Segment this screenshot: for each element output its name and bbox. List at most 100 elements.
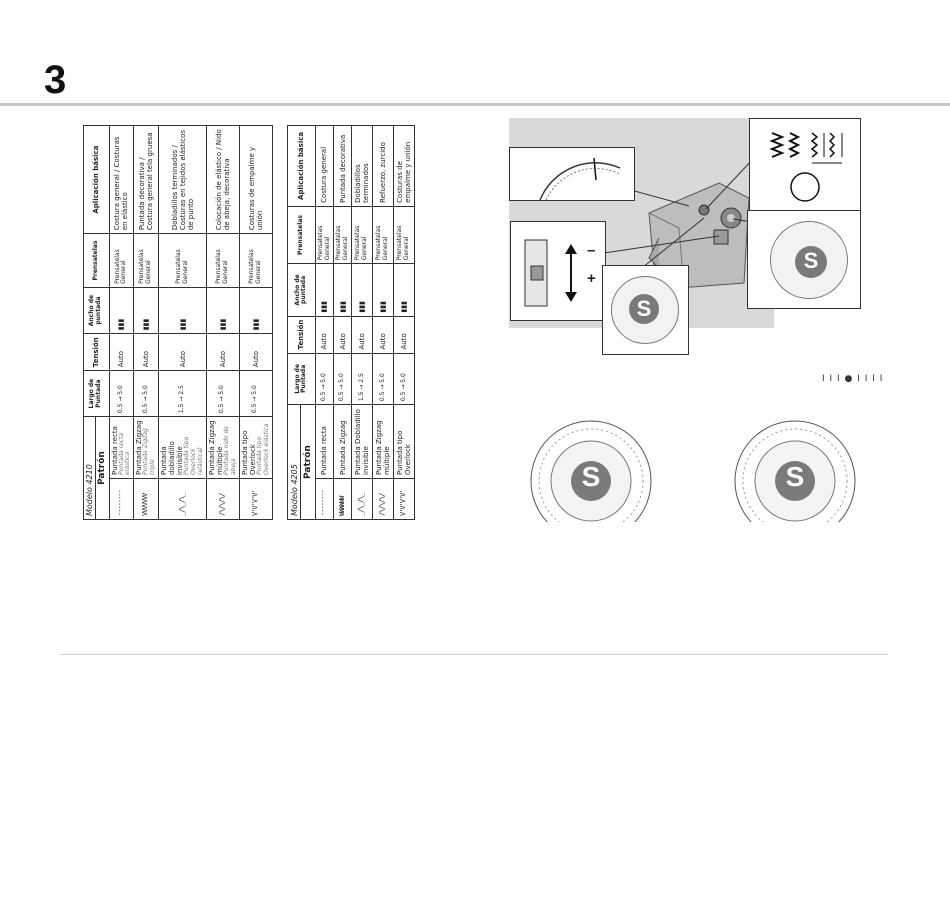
- minus-sign: –: [587, 242, 596, 259]
- stitch-application: Costuras de empalme y unión: [393, 125, 415, 207]
- right-dial-callout: S: [747, 210, 861, 309]
- chapter-number: 3: [44, 58, 67, 102]
- stitch-foot: Prensatelas General: [158, 233, 207, 288]
- stitch-name: Puntada Dobladillo invisible: [351, 404, 373, 479]
- header-width: Ancho de puntada: [287, 263, 316, 317]
- stitch-length: 0.5 → 5.0: [393, 353, 415, 405]
- stitch-foot: Prensatelas General: [206, 233, 240, 288]
- table-row: /\/\/\/ Puntada Zigzag múltiple 0.5 → 5.…: [372, 125, 394, 520]
- stitch-glyph: --------: [319, 490, 328, 516]
- stitch-application: Puntada decorativa / Costura general tel…: [133, 125, 159, 234]
- table-row: -------- Puntada recta 0.5 → 5.0 Auto ▮▮…: [315, 125, 334, 520]
- length-slider-icon: [524, 239, 577, 307]
- width-icon: ▮▮▮: [206, 287, 240, 334]
- stitch-tension: Auto: [133, 333, 159, 371]
- stitch-tension: Auto: [239, 333, 273, 371]
- table-model-label: Modelo 4205: [287, 404, 301, 520]
- tension-dial-callout: [509, 147, 635, 201]
- stitch-length: 0.5 → 5.0: [315, 353, 334, 405]
- stitch-tension: Auto: [315, 316, 334, 354]
- stitch-foot: Prensatelas General: [393, 206, 415, 264]
- stitch-length: 0.5 → 5.0: [333, 353, 352, 405]
- stitch-tension: Auto: [158, 333, 207, 371]
- stitch-subname: Puntada recta elástica: [117, 432, 132, 475]
- stitch-name: Puntada dobladillo invisible: [160, 441, 185, 475]
- stitch-width-preview-icon: [769, 132, 843, 202]
- stitch-name: Puntada Zigzag: [333, 404, 352, 479]
- stitch-subname: Puntada nido de abeja: [223, 425, 237, 475]
- header-width: Ancho de puntada: [83, 287, 110, 334]
- stitch-name: Puntada Zigzag múltiple: [372, 404, 394, 479]
- stitch-application: Dobladillos terminados: [351, 125, 373, 207]
- stitch-tension: Auto: [351, 316, 373, 354]
- width-icon: ▮▮▮: [239, 287, 273, 334]
- stitch-application: Costuras de empalme y unión: [239, 125, 273, 234]
- stitch-tension: Auto: [372, 316, 394, 354]
- stitch-length: 1.5 → 2.5: [351, 353, 373, 405]
- dial-center: [795, 246, 827, 278]
- stitch-name: Puntada tipo Overlock: [393, 404, 415, 479]
- header-application: Aplicación básica: [83, 125, 110, 234]
- stitch-glyph: /\/\/\/: [217, 493, 226, 516]
- stitch-foot: Prensatelas General: [109, 233, 134, 288]
- stitch-subname: Puntada tipo Overlock elástica: [255, 423, 270, 475]
- width-icon: ▮▮▮: [158, 287, 207, 334]
- stitch-foot: Prensatelas General: [333, 206, 352, 264]
- stitch-table-4205-container: Modelo 4205 Largo de Puntada Tensión Anc…: [287, 125, 415, 915]
- stitch-length: 1.5 → 2.5: [158, 370, 207, 417]
- stitch-tension: Auto: [206, 333, 240, 371]
- stitch-name: Puntada recta: [315, 404, 334, 479]
- stitch-application: Costura general / Costuras en elástico: [109, 125, 134, 234]
- stitch-foot: Prensatelas General: [239, 233, 273, 288]
- lower-dial-left: [530, 420, 652, 522]
- stitch-glyph: WWWWWW: [337, 496, 346, 516]
- table-row: _/\_/\_ Puntada Dobladillo invisible 1.5…: [351, 125, 373, 520]
- stitch-foot: Prensatelas General: [133, 233, 159, 288]
- stitch-name: Puntada tipo Overlock: [240, 430, 257, 475]
- header-presser-foot: Prensatelas: [287, 206, 316, 264]
- header-tension: Tensión: [83, 333, 110, 371]
- stitch-foot: Prensatelas General: [315, 206, 334, 264]
- header-presser-foot: Prensatelas: [83, 233, 110, 288]
- width-icon: ▮▮▮: [393, 263, 415, 317]
- width-icon: ▮▮▮: [109, 287, 134, 334]
- stitch-application: Colocación de elástico / Nido de abeja, …: [206, 125, 240, 234]
- lower-dial-right: [734, 420, 856, 522]
- header-application: Aplicación básica: [287, 125, 316, 207]
- stitch-width-callout: [749, 118, 861, 213]
- pattern-dial-callout: S: [602, 265, 689, 355]
- stitch-application: Costura general: [315, 125, 334, 207]
- width-icon: ▮▮▮: [351, 263, 373, 317]
- stitch-glyph: VVVVVVV: [141, 493, 150, 516]
- header-tension: Tensión: [287, 316, 316, 354]
- stitch-tension: Auto: [333, 316, 352, 354]
- width-icon: ▮▮▮: [372, 263, 394, 317]
- width-icon: ▮▮▮: [315, 263, 334, 317]
- stitch-glyph: /\/\/\/: [378, 493, 387, 516]
- dial-letter: S: [636, 296, 652, 321]
- dial-center: [629, 294, 659, 324]
- stitch-name: Puntada Zigzag múltiple: [208, 420, 225, 475]
- stitch-application: Puntada decorativa: [333, 125, 352, 207]
- stitch-glyph: _/\_/\_: [177, 493, 186, 516]
- stitch-foot: Prensatelas General: [351, 206, 373, 264]
- width-indicator: I I I ● I I I I: [822, 374, 884, 384]
- lower-dial-left-letter: S: [581, 461, 601, 492]
- stitch-glyph: V'V'V'V': [250, 490, 259, 516]
- table-model-label: Modelo 4210: [83, 416, 96, 520]
- stitch-table-4205: Modelo 4205 Largo de Puntada Tensión Anc…: [287, 125, 415, 520]
- header-pattern: Patrón: [300, 404, 316, 520]
- table-row: WWWWWW Puntada Zigzag 0.5 → 5.0 Auto ▮▮▮…: [333, 125, 352, 520]
- header-pattern: Patrón: [95, 416, 110, 520]
- table-row: V'V'V'V' Puntada tipo Overlock 0.5 → 5.0…: [393, 125, 415, 520]
- width-icon: ▮▮▮: [133, 287, 159, 334]
- stitch-subname: Puntada Zigzag triple: [142, 428, 157, 475]
- header-length: Largo de Puntada: [83, 370, 110, 417]
- plus-sign: +: [587, 270, 596, 287]
- stitch-foot: Prensatelas General: [372, 206, 394, 264]
- dial-letter: S: [803, 248, 819, 273]
